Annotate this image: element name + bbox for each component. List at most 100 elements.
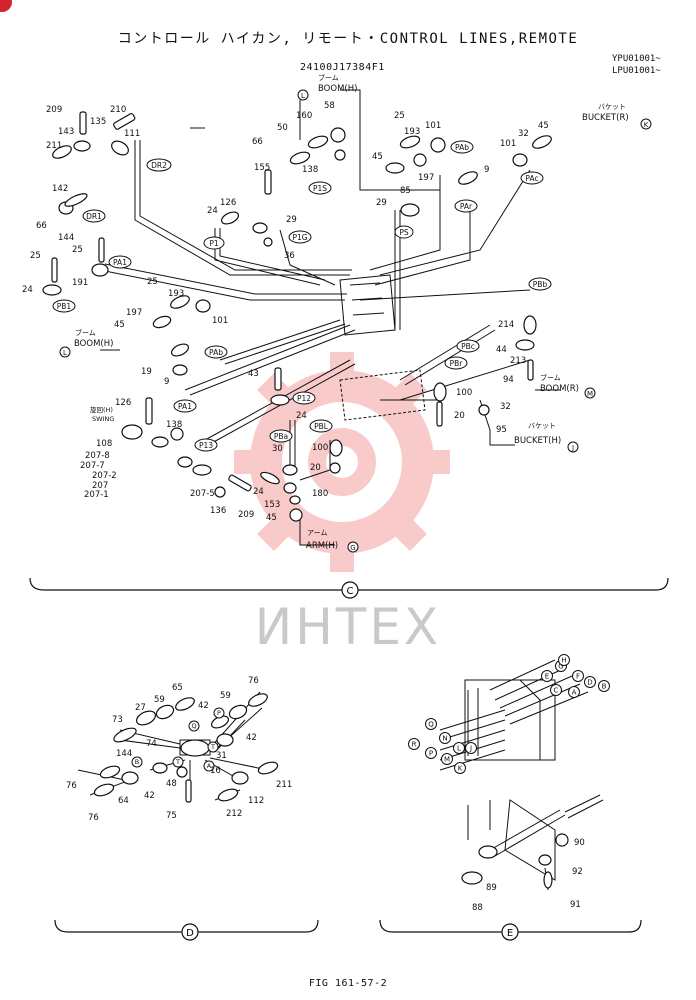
port-marker: Q xyxy=(425,718,437,730)
svg-text:F: F xyxy=(576,673,580,681)
view-d-markers: P Q T B T A xyxy=(131,707,225,772)
part-number: 24 xyxy=(22,285,33,295)
view-d-fittings xyxy=(93,693,279,803)
swing-label: 旋回(H) SWING xyxy=(90,405,114,423)
part-number: 207-1 xyxy=(84,490,109,500)
svg-text:BOOM(R): BOOM(R) xyxy=(540,384,579,394)
figure-number: FIG 161-57-2 xyxy=(308,978,388,989)
view-d-label: D xyxy=(181,923,199,941)
part-number: 76 xyxy=(88,813,99,823)
part-number: 43 xyxy=(248,369,259,379)
part-number: 66 xyxy=(252,137,263,147)
part-number: 101 xyxy=(500,139,516,149)
svg-text:Q: Q xyxy=(191,722,196,730)
svg-text:M: M xyxy=(444,756,450,764)
port-tag: PAb xyxy=(204,345,228,359)
svg-text:P1G: P1G xyxy=(292,233,307,242)
part-number: 207-7 xyxy=(80,461,105,471)
part-number: 24 xyxy=(253,487,264,497)
part-number: 211 xyxy=(46,141,62,151)
svg-text:P13: P13 xyxy=(199,441,213,450)
diagram-title: コントロール ハイカン, リモート・CONTROL LINES,REMOTE xyxy=(117,31,579,47)
part-number: 32 xyxy=(500,402,511,412)
part-number: 111 xyxy=(124,129,140,139)
port-tag: PS xyxy=(394,225,414,239)
port-tag: P1G xyxy=(288,230,312,244)
view-e-label: E xyxy=(501,923,519,941)
part-number: 45 xyxy=(266,513,277,523)
part-number: 155 xyxy=(254,163,270,173)
port-tag: DR2 xyxy=(146,158,172,172)
part-number: 45 xyxy=(538,121,549,131)
svg-text:BOOM(H): BOOM(H) xyxy=(74,339,113,349)
svg-text:ブーム: ブーム xyxy=(318,73,339,82)
part-number: 197 xyxy=(418,173,434,183)
svg-text:E: E xyxy=(507,928,513,939)
part-number: 92 xyxy=(572,867,583,877)
part-number: 89 xyxy=(486,883,497,893)
part-number: 25 xyxy=(30,251,41,261)
svg-text:PAc: PAc xyxy=(525,174,538,183)
svg-text:P1: P1 xyxy=(209,239,219,248)
destination-label: ブーム BOOM(H) L xyxy=(297,73,357,101)
svg-text:L: L xyxy=(457,745,461,753)
corner-mark xyxy=(0,0,12,12)
svg-text:PS: PS xyxy=(399,228,409,237)
svg-text:H: H xyxy=(561,657,566,665)
part-number: 24 xyxy=(296,411,307,421)
part-number: 25 xyxy=(72,245,83,255)
svg-text:BUCKET(H): BUCKET(H) xyxy=(514,436,561,446)
part-number: 143 xyxy=(58,127,74,137)
port-tag: PBL xyxy=(309,419,333,433)
part-number: 25 xyxy=(394,111,405,121)
part-number: 94 xyxy=(503,375,514,385)
view-c-destination-labels: ブーム BOOM(H) L バケット BUCKET(R) K ブーム BOOM(… xyxy=(59,73,652,553)
port-tag: P1S xyxy=(308,181,332,195)
svg-text:バケット: バケット xyxy=(528,422,556,430)
part-number: 20 xyxy=(454,411,465,421)
port-tag: PA1 xyxy=(108,255,132,269)
svg-text:PBL: PBL xyxy=(314,422,329,431)
part-number: 207-8 xyxy=(85,451,110,461)
view-c-label: C xyxy=(341,581,359,599)
port-marker: C xyxy=(550,684,562,696)
part-number: 36 xyxy=(284,251,295,261)
port-marker: A xyxy=(568,686,580,698)
part-number: 42 xyxy=(198,701,209,711)
part-number: 138 xyxy=(302,165,318,175)
port-tag: DR1 xyxy=(82,209,106,223)
port-marker: L xyxy=(453,742,465,754)
part-number: 76 xyxy=(66,781,77,791)
part-number: 45 xyxy=(114,320,125,330)
part-number: 126 xyxy=(115,398,131,408)
svg-text:PA1: PA1 xyxy=(178,402,192,411)
part-number: 29 xyxy=(286,215,297,225)
part-number: 144 xyxy=(58,233,74,243)
svg-text:PBr: PBr xyxy=(450,359,464,368)
svg-text:J: J xyxy=(571,444,574,452)
part-number: 65 xyxy=(172,683,183,693)
svg-text:A: A xyxy=(572,689,577,697)
part-number: 20 xyxy=(310,463,321,473)
part-number: 212 xyxy=(226,809,242,819)
svg-text:N: N xyxy=(442,735,447,743)
part-number: 64 xyxy=(118,796,129,806)
part-number: 30 xyxy=(272,444,283,454)
part-number: 209 xyxy=(238,510,254,520)
svg-text:ブーム: ブーム xyxy=(540,373,561,382)
part-number: 50 xyxy=(277,123,288,133)
part-number: 85 xyxy=(400,186,411,196)
svg-text:PBc: PBc xyxy=(461,342,475,351)
part-number: 76 xyxy=(248,676,259,686)
svg-text:G: G xyxy=(558,663,563,671)
part-number: 16 xyxy=(210,766,221,776)
svg-text:K: K xyxy=(644,121,649,129)
part-number: 207-5 xyxy=(190,489,215,499)
svg-text:B: B xyxy=(135,758,139,766)
part-number: 211 xyxy=(276,780,292,790)
part-number: 214 xyxy=(498,320,514,330)
part-number: 153 xyxy=(264,500,280,510)
port-marker: J xyxy=(465,742,477,754)
part-number: 66 xyxy=(36,221,47,231)
destination-label: バケット BUCKET(R) K xyxy=(582,103,652,130)
